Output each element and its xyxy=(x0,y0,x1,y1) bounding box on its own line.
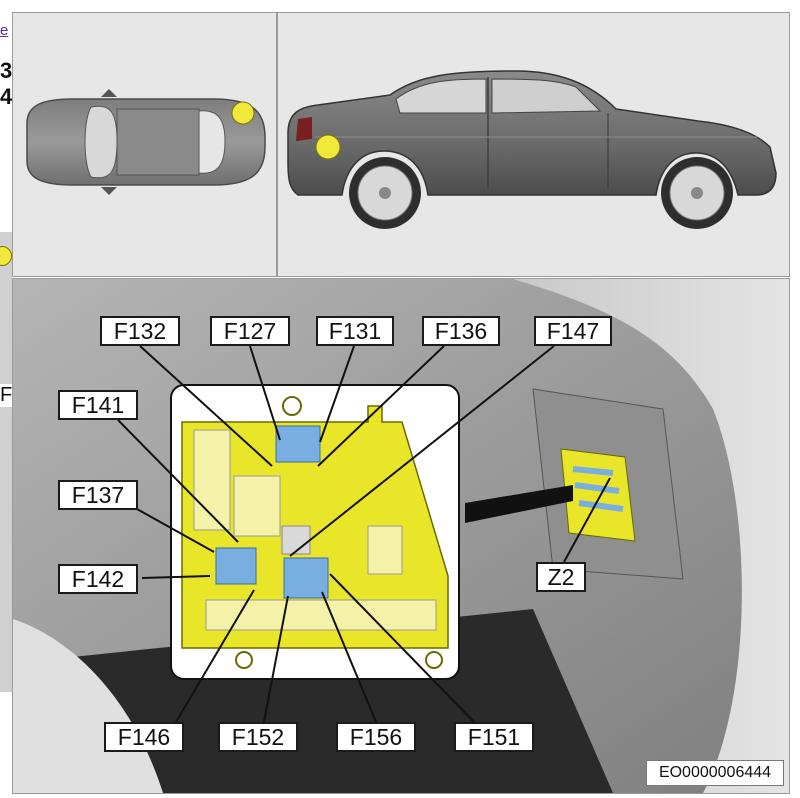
background-label-fragment: F xyxy=(0,384,13,407)
trunk-fuse-box-fuses xyxy=(572,466,624,512)
fuse-group-left xyxy=(215,547,257,585)
leader-F132 xyxy=(139,345,273,467)
leader-F151 xyxy=(329,573,475,723)
leader-F136 xyxy=(317,345,445,467)
label-F151: F151 xyxy=(454,722,534,752)
side-view-panel xyxy=(277,12,790,277)
leader-F127 xyxy=(249,345,281,441)
front-side-window xyxy=(491,78,602,114)
fuse-group-center xyxy=(283,557,329,599)
label-F152: F152 xyxy=(218,722,298,752)
roof-panel xyxy=(116,108,200,176)
location-marker xyxy=(231,101,255,125)
background-side-strip xyxy=(0,232,12,692)
label-F136: F136 xyxy=(422,316,500,346)
fuse-box-drawing xyxy=(181,396,449,669)
right-mirror xyxy=(101,187,117,195)
label-F137: F137 xyxy=(58,480,138,510)
car-top-view xyxy=(26,89,266,195)
relay-block xyxy=(367,525,403,575)
leader-F137 xyxy=(127,503,215,553)
fuse-group-top xyxy=(275,425,321,463)
label-F146: F146 xyxy=(104,722,184,752)
leader-F147 xyxy=(289,345,555,557)
relay-block xyxy=(193,429,231,531)
fuse-box-detail xyxy=(170,384,460,680)
leader-F142 xyxy=(141,575,211,579)
rear-side-window xyxy=(395,78,487,114)
label-F131: F131 xyxy=(316,316,394,346)
mounting-hole xyxy=(282,396,302,416)
car-side-view xyxy=(287,70,777,229)
figure-id: EO0000006444 xyxy=(646,760,784,786)
top-view-panel xyxy=(12,12,277,277)
leader-Z2 xyxy=(563,477,611,563)
left-mirror xyxy=(101,89,117,97)
tail-light xyxy=(296,117,312,141)
background-link-fragment[interactable]: e xyxy=(0,22,9,39)
label-F142: F142 xyxy=(58,564,138,594)
leader-F146 xyxy=(175,589,255,723)
leader-F152 xyxy=(263,595,289,723)
leader-F141 xyxy=(117,419,239,543)
label-F132: F132 xyxy=(100,316,180,346)
label-F127: F127 xyxy=(210,316,290,346)
leader-F156 xyxy=(321,591,377,723)
leader-F131 xyxy=(319,345,355,443)
windshield xyxy=(84,105,118,179)
front-wheel xyxy=(661,157,733,229)
label-F141: F141 xyxy=(58,390,138,420)
callout-pointer xyxy=(465,485,573,523)
trunk-lid-edge xyxy=(513,279,789,793)
location-marker xyxy=(315,134,341,160)
label-F156: F156 xyxy=(336,722,416,752)
mounting-hole xyxy=(425,651,443,669)
label-Z2: Z2 xyxy=(536,562,586,592)
fuse-box-housing xyxy=(181,405,449,649)
rear-wheel xyxy=(349,157,421,229)
label-F147: F147 xyxy=(534,316,612,346)
mounting-hole xyxy=(235,651,253,669)
central-module xyxy=(281,525,311,555)
relay-block xyxy=(233,475,281,537)
